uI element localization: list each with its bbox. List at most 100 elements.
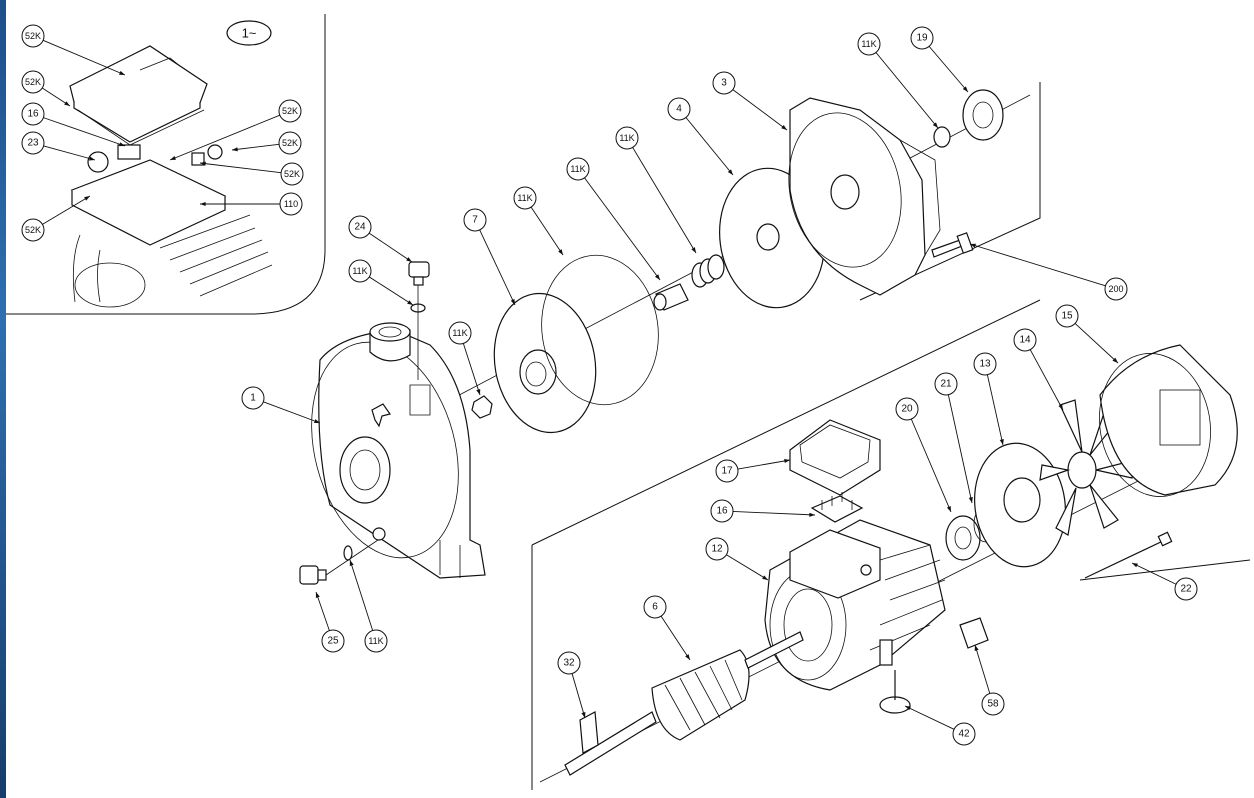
callout-c-1: 1 bbox=[241, 386, 321, 424]
callout-balloon bbox=[21, 24, 45, 48]
callout-label: 32 bbox=[563, 658, 575, 669]
leader-line bbox=[462, 343, 481, 396]
rotor bbox=[564, 631, 804, 776]
callout-c-7: 7 bbox=[463, 208, 516, 306]
callout-balloon bbox=[557, 651, 581, 675]
leader-arrowhead bbox=[932, 122, 938, 128]
callout-c-11k-top: 11K bbox=[857, 32, 939, 129]
callout-c-23: 23 bbox=[21, 131, 96, 161]
callout-label: 1 bbox=[250, 393, 256, 404]
leader-line bbox=[43, 117, 126, 147]
callout-c-17: 17 bbox=[715, 458, 791, 483]
leader-arrowhead bbox=[315, 592, 320, 598]
callout-label: 52K bbox=[282, 106, 298, 116]
leader-arrowhead bbox=[406, 257, 412, 262]
leader-line bbox=[974, 644, 991, 694]
motor-bracket bbox=[788, 97, 941, 296]
leader-arrowhead bbox=[200, 161, 206, 166]
callout-label: 16 bbox=[27, 109, 39, 120]
callout-balloon bbox=[513, 186, 537, 210]
leader-line bbox=[632, 147, 697, 254]
callout-balloon bbox=[321, 629, 345, 653]
callout-balloon bbox=[952, 722, 976, 746]
leader-line bbox=[947, 394, 973, 504]
callout-c-11k-ring: 11K bbox=[513, 186, 564, 256]
leader-arrowhead bbox=[970, 243, 976, 248]
callout-label: 17 bbox=[721, 466, 733, 477]
terminal-box-cover bbox=[789, 419, 881, 496]
callout-c-11k-24: 11K bbox=[348, 259, 414, 306]
callout-balloon bbox=[448, 321, 472, 345]
leader-arrowhead bbox=[119, 70, 125, 75]
inset-terminal-base bbox=[70, 144, 273, 308]
callout-c-12: 12 bbox=[705, 537, 769, 581]
callout-c-3: 3 bbox=[712, 71, 788, 131]
callout-balloon bbox=[643, 595, 667, 619]
callout-c-22: 22 bbox=[1131, 562, 1198, 601]
leader-arrowhead bbox=[64, 101, 70, 106]
drain-plug-bottom bbox=[299, 539, 379, 585]
leader-line bbox=[369, 276, 414, 306]
inset-terminal-cover bbox=[69, 45, 208, 146]
leader-arrowhead bbox=[89, 156, 95, 161]
lower-frame bbox=[531, 299, 1251, 790]
leader-arrowhead bbox=[905, 706, 911, 711]
leader-arrowhead bbox=[476, 389, 481, 395]
leader-line bbox=[910, 418, 952, 513]
leader-line bbox=[660, 615, 691, 661]
leader-line bbox=[42, 195, 91, 225]
callout-c-25: 25 bbox=[315, 591, 345, 653]
callout-c-200: 200 bbox=[969, 243, 1128, 301]
leader-line bbox=[169, 114, 280, 161]
callout-balloon bbox=[1104, 277, 1128, 301]
fan-cover bbox=[1099, 344, 1238, 497]
motor-foot bbox=[879, 670, 911, 714]
callout-balloon bbox=[710, 499, 734, 523]
callout-c-11k-25: 11K bbox=[349, 559, 388, 653]
callout-balloon bbox=[1055, 304, 1079, 328]
callout-c-52k-a: 52K bbox=[21, 24, 126, 76]
callout-c-11k-nut: 11K bbox=[448, 321, 481, 396]
callout-c-21: 21 bbox=[934, 372, 973, 504]
leader-arrowhead bbox=[727, 169, 733, 175]
rear-bearing bbox=[945, 515, 981, 561]
leader-arrowhead bbox=[510, 299, 515, 305]
callout-balloon bbox=[566, 157, 590, 181]
callout-label: 42 bbox=[958, 729, 970, 740]
impeller-nut bbox=[471, 395, 493, 419]
callout-balloon bbox=[910, 26, 934, 50]
callout-label: 12 bbox=[711, 544, 723, 555]
callout-label: 3 bbox=[721, 78, 727, 89]
leader-line bbox=[737, 459, 791, 470]
leader-line bbox=[263, 401, 321, 424]
leader-arrowhead bbox=[962, 86, 968, 92]
callout-balloon bbox=[241, 386, 265, 410]
callout-label: 24 bbox=[354, 222, 366, 233]
leader-arrowhead bbox=[84, 196, 90, 201]
leader-line bbox=[43, 145, 96, 161]
callout-c-11k-sleeve: 11K bbox=[566, 157, 661, 281]
leader-arrowhead bbox=[581, 712, 586, 718]
callout-balloon bbox=[21, 70, 45, 94]
callout-balloon bbox=[667, 97, 691, 121]
callout-c-4: 4 bbox=[667, 97, 734, 176]
leader-arrowhead bbox=[974, 645, 979, 651]
callout-balloon bbox=[615, 126, 639, 150]
callout-c-52k-d: 52K bbox=[169, 99, 302, 161]
leader-line bbox=[315, 591, 330, 631]
leader-line bbox=[928, 46, 969, 93]
callout-label: 20 bbox=[901, 404, 913, 415]
leader-arrowhead bbox=[119, 142, 125, 147]
callout-c-110: 110 bbox=[200, 192, 303, 216]
inset-label: 1~ bbox=[242, 26, 257, 41]
leader-line bbox=[349, 559, 374, 631]
callout-c-52k-e: 52K bbox=[231, 131, 302, 155]
callout-label: 200 bbox=[1108, 284, 1123, 294]
callout-label: 7 bbox=[472, 215, 478, 226]
leader-arrowhead bbox=[685, 654, 690, 660]
leader-arrowhead bbox=[784, 458, 790, 463]
leader-line bbox=[479, 229, 516, 306]
